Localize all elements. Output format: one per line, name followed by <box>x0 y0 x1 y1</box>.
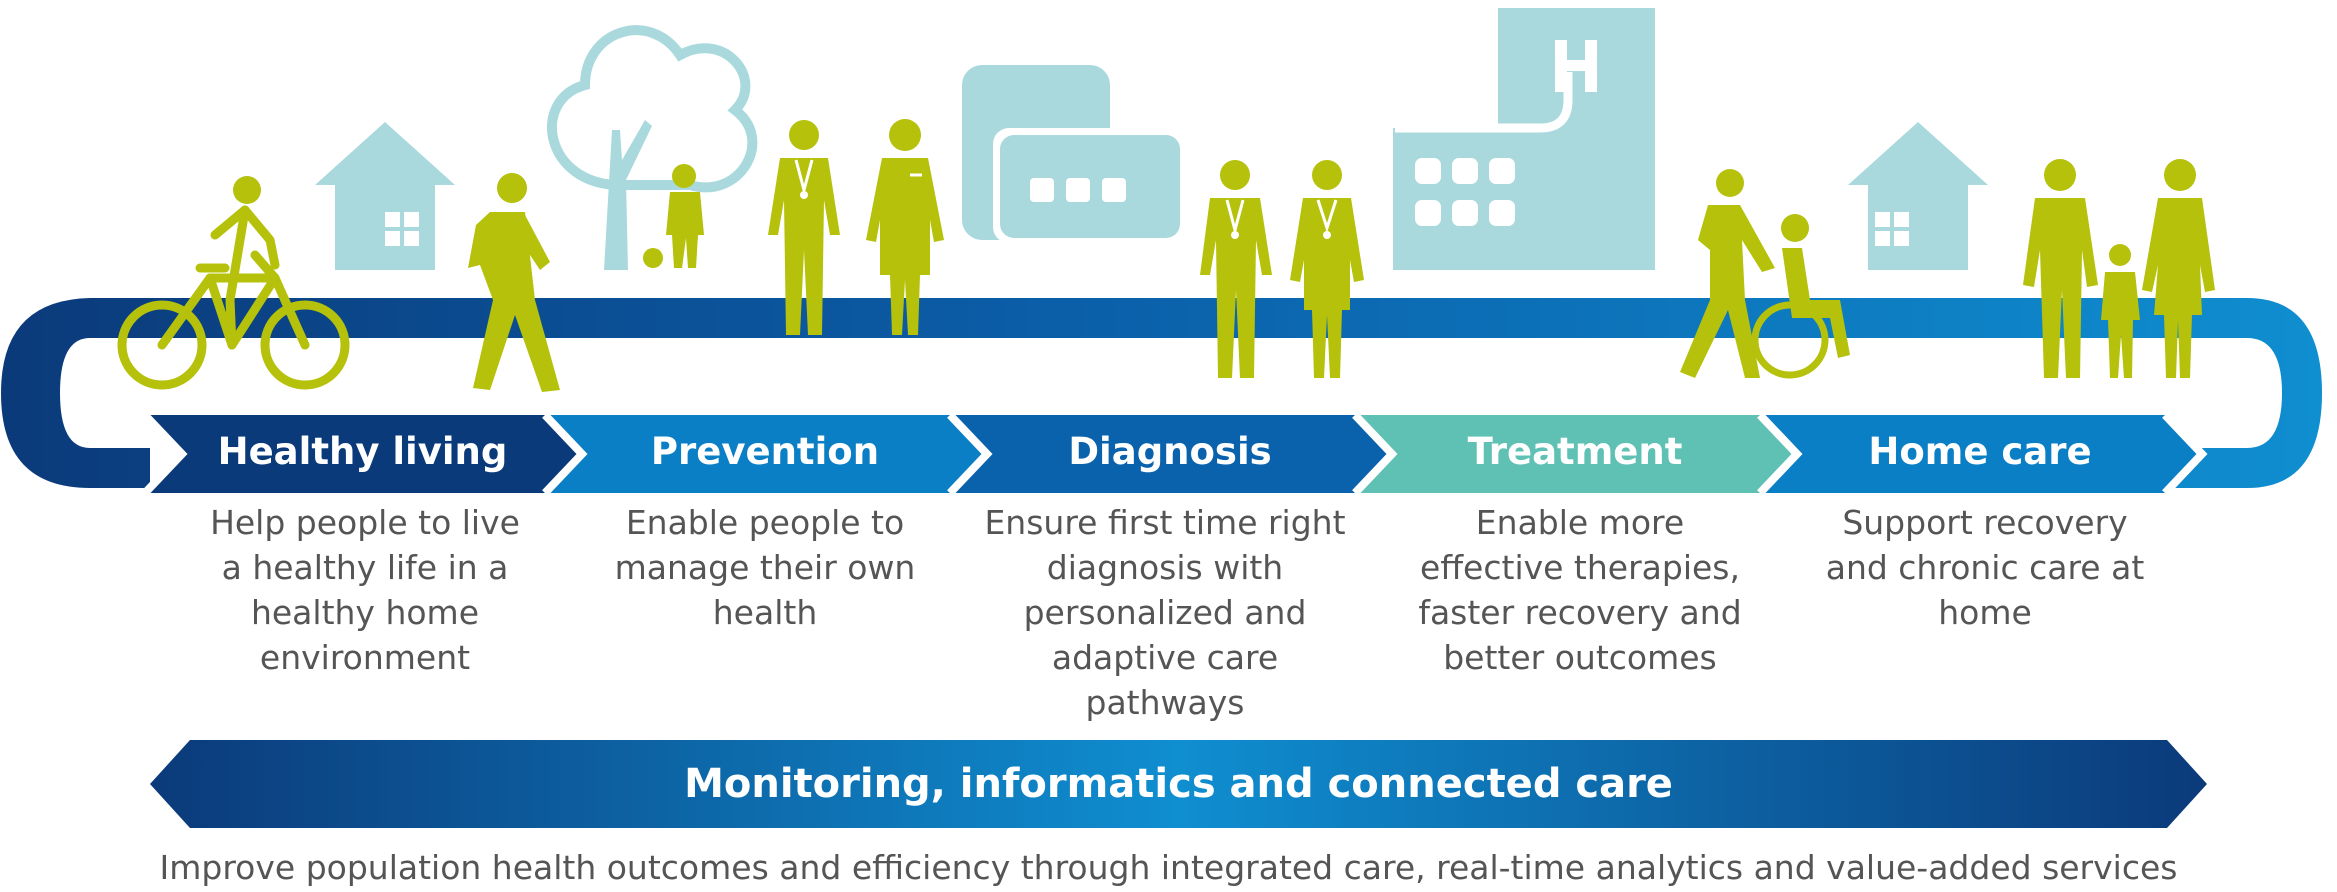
cyclist-icon <box>117 176 350 390</box>
chevron-healthy-living <box>145 415 582 493</box>
doctor-icon <box>768 120 840 335</box>
footer-text: Improve population health outcomes and e… <box>159 848 2178 887</box>
family-icon <box>2023 159 2215 378</box>
hospital-icon <box>1393 8 1655 270</box>
chevron-prevention <box>545 415 987 493</box>
walking-person-icon <box>468 173 560 392</box>
child-with-ball-icon <box>643 164 704 268</box>
stage-description-diagnosis: Ensure first time right diagnosis with p… <box>984 503 1346 722</box>
stage-chevrons <box>142 412 2208 496</box>
stage-description-home-care: Support recovery and chronic care at hom… <box>1825 503 2145 632</box>
house-icon <box>1848 122 1988 270</box>
tree-icon <box>546 25 758 270</box>
monitoring-band-label: Monitoring, informatics and connected ca… <box>684 761 1673 807</box>
monitoring-band <box>150 740 2207 828</box>
house-icon <box>315 122 455 270</box>
nurse-icon <box>866 119 944 335</box>
doctor-icon <box>1200 160 1272 378</box>
wheelchair-patient-icon <box>1751 214 1850 379</box>
doctor-icon <box>1290 160 1364 378</box>
chevron-treatment <box>1355 415 1797 493</box>
stage-description-treatment: Enable more effective therapies, faster … <box>1418 503 1742 677</box>
chat-bubbles-icon <box>962 65 1186 243</box>
stage-label-healthy-living: Healthy living <box>217 430 508 473</box>
stage-description-prevention: Enable people to manage their own health <box>614 503 916 632</box>
stage-description-healthy-living: Help people to live a healthy life in a … <box>210 503 520 677</box>
caregiver-icon <box>1680 169 1775 378</box>
chevron-diagnosis <box>950 415 1392 493</box>
stage-label-treatment: Treatment <box>1467 430 1683 473</box>
stage-label-home-care: Home care <box>1868 430 2092 473</box>
chevron-home-care <box>1760 415 2202 493</box>
stage-label-diagnosis: Diagnosis <box>1068 430 1272 473</box>
stage-label-prevention: Prevention <box>650 430 880 473</box>
